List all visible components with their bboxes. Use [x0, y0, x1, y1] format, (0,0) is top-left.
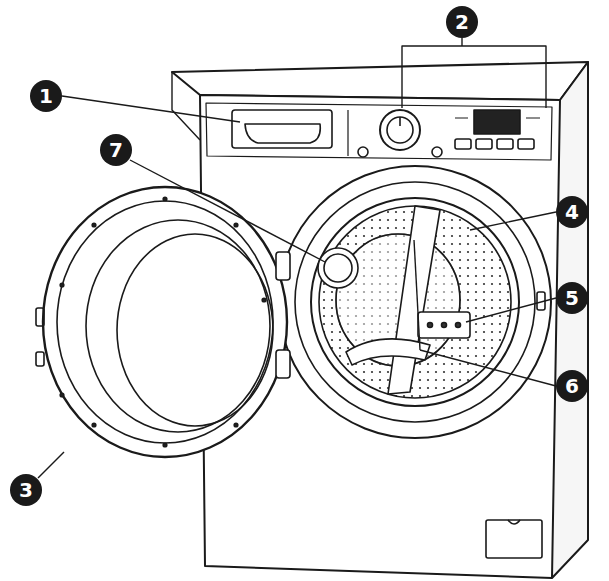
- callout-number: 2: [455, 12, 469, 32]
- callout-circle: 3: [10, 474, 42, 506]
- callout-circle: 6: [556, 370, 588, 402]
- callout-number: 3: [19, 480, 33, 500]
- callout-circle: 5: [556, 282, 588, 314]
- callout-number: 7: [109, 140, 123, 160]
- callout-circle: 7: [100, 134, 132, 166]
- callout-number: 4: [565, 202, 579, 222]
- callout-number: 6: [565, 376, 579, 396]
- callout-circle: 4: [556, 196, 588, 228]
- callout-number: 5: [565, 288, 579, 308]
- callout-circle: 1: [30, 80, 62, 112]
- callout-number: 1: [39, 86, 53, 106]
- callout-circle: 2: [446, 6, 478, 38]
